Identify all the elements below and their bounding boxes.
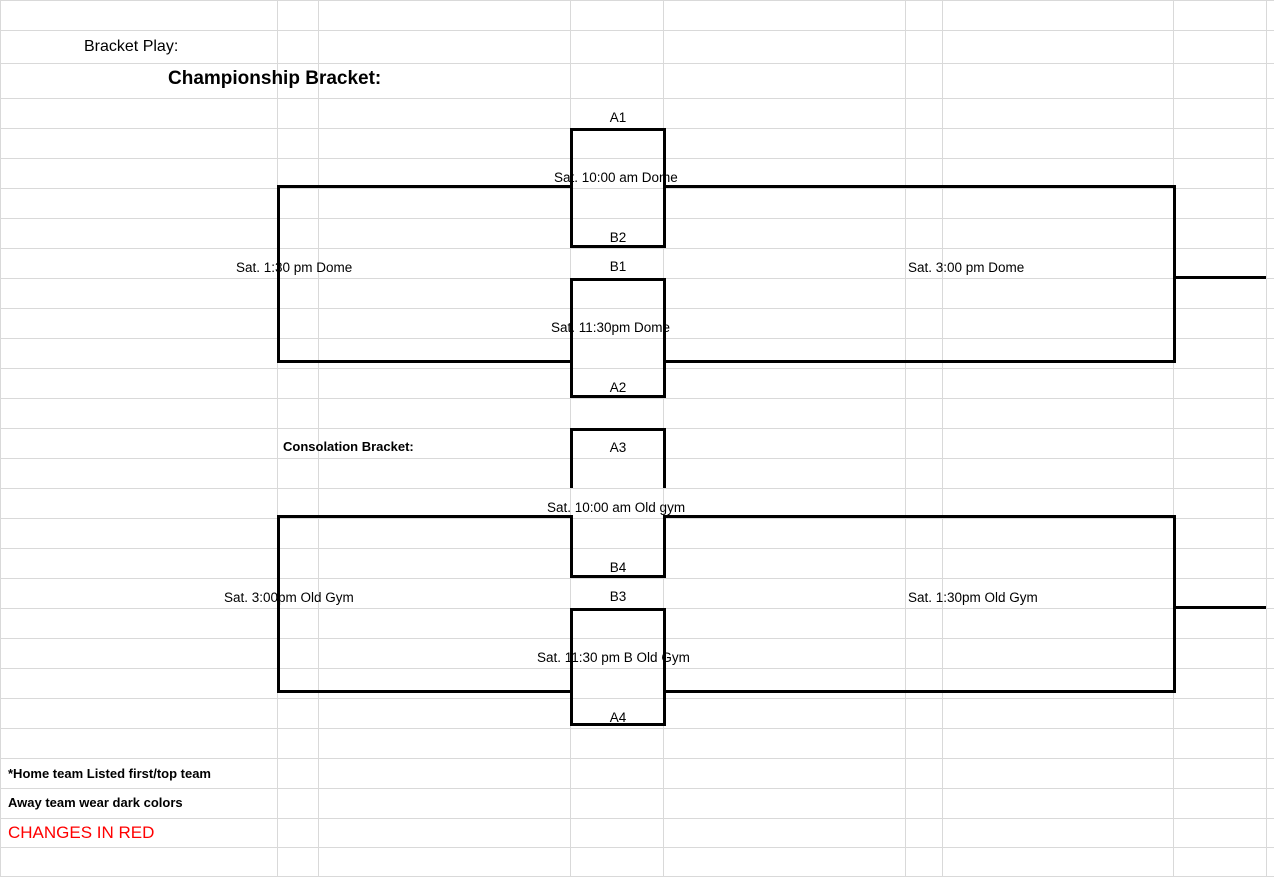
a1-box-left	[570, 128, 573, 188]
game-consol-semi-bottom: Sat. 11:30 pm B Old Gym	[537, 650, 690, 665]
consol-right-arm-top	[663, 515, 1176, 518]
note-home-team: *Home team Listed first/top team	[8, 766, 211, 781]
champ-right-arm-top	[663, 185, 1176, 188]
a4-box-bottom	[570, 723, 666, 726]
champ-left-arm-top	[277, 185, 573, 188]
game-champ-final: Sat. 3:00 pm Dome	[908, 260, 1025, 275]
a2-box-right	[663, 338, 666, 398]
championship-bracket-heading: Championship Bracket:	[168, 68, 382, 89]
b3-box-right	[663, 608, 666, 668]
seed-b3: B3	[609, 589, 627, 604]
champ-left-spine	[277, 185, 280, 363]
a4-box-left	[570, 668, 573, 726]
seed-b2: B2	[609, 230, 627, 245]
b4-box-bottom	[570, 575, 666, 578]
game-consol-semi-top: Sat. 10:00 am Old gym	[547, 500, 686, 515]
consol-right-spine	[1173, 515, 1176, 693]
consol-left-arm-top	[277, 515, 573, 518]
consol-left-spine	[277, 515, 280, 693]
b3-box-top	[570, 608, 666, 611]
b4-box-right	[663, 518, 666, 578]
b2-box-left	[570, 188, 573, 248]
a1-box-top	[570, 128, 666, 131]
consolation-bracket-heading: Consolation Bracket:	[283, 439, 414, 454]
b1-box-right	[663, 278, 666, 338]
bracket-play-heading: Bracket Play:	[84, 38, 179, 55]
champ-right-arm-bottom	[663, 360, 1176, 363]
champion-winner-stub	[1173, 276, 1266, 279]
seed-a2: A2	[609, 380, 627, 395]
game-consol-final: Sat. 1:30pm Old Gym	[908, 590, 1038, 605]
a3-box-right	[663, 428, 666, 488]
game-consol-left-feed: Sat. 3:00pm Old Gym	[224, 590, 354, 605]
a3-box-top	[570, 428, 666, 431]
note-changes-in-red: CHANGES IN RED	[8, 823, 155, 842]
champ-left-arm-bottom	[277, 360, 573, 363]
consol-left-arm-bottom	[277, 690, 573, 693]
game-champ-left-feed: Sat. 1:30 pm Dome	[236, 260, 353, 275]
consol-right-arm-bottom	[663, 690, 1176, 693]
champ-right-spine	[1173, 185, 1176, 363]
game-champ-semi-top: Sat. 10:00 am Dome	[554, 170, 678, 185]
a3-box-left	[570, 428, 573, 488]
b1-box-top	[570, 278, 666, 281]
b1-box-left	[570, 278, 573, 338]
seed-b4: B4	[609, 560, 627, 575]
seed-a3: A3	[609, 440, 627, 455]
consolation-winner-stub	[1173, 606, 1266, 609]
a4-box-right	[663, 668, 666, 726]
a1-box-right	[663, 128, 666, 188]
b3-box-left	[570, 608, 573, 668]
seed-a1: A1	[609, 110, 627, 125]
a2-box-left	[570, 338, 573, 398]
a2-box-bottom	[570, 395, 666, 398]
seed-b1: B1	[609, 259, 627, 274]
note-away-team: Away team wear dark colors	[8, 795, 183, 810]
seed-a4: A4	[609, 710, 627, 725]
b2-box-right	[663, 188, 666, 248]
game-champ-semi-bottom: Sat. 11:30pm Dome	[551, 320, 671, 335]
b4-box-left	[570, 518, 573, 578]
b2-box-bottom	[570, 245, 666, 248]
